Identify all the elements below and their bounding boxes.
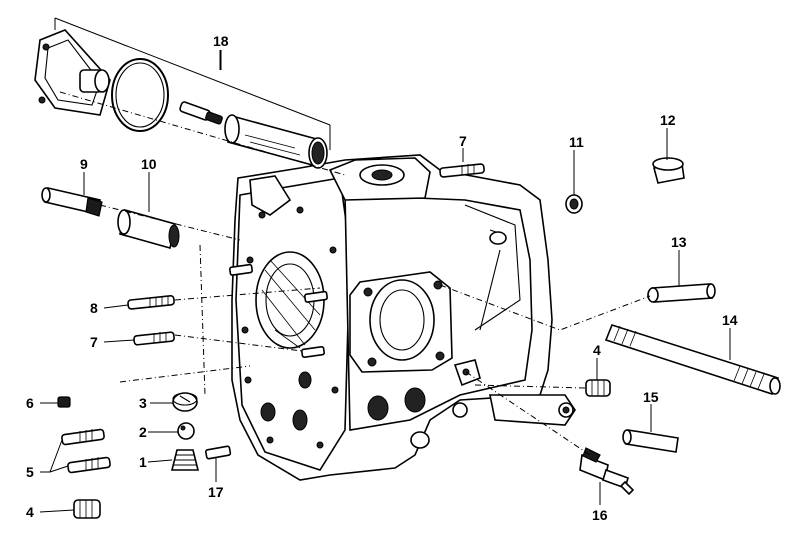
callout-12: 12 bbox=[660, 112, 676, 128]
part-8-stud bbox=[127, 295, 175, 310]
callout-1: 1 bbox=[139, 454, 147, 470]
part-6-plug bbox=[57, 396, 71, 408]
axis-line-4-right bbox=[474, 384, 586, 389]
part-16-sensor bbox=[579, 447, 635, 496]
part-15-sleeve bbox=[622, 429, 679, 453]
axis-line-9-10 bbox=[99, 204, 241, 241]
part-2-ball bbox=[177, 422, 195, 440]
callout-6: 6 bbox=[26, 395, 34, 411]
callout-17: 17 bbox=[208, 484, 224, 500]
part-13-pin bbox=[647, 283, 716, 303]
part-4-plug-bottom-left bbox=[73, 499, 101, 519]
callout-3: 3 bbox=[139, 395, 147, 411]
callout-4-right: 4 bbox=[593, 342, 601, 358]
part-4-plug-right bbox=[585, 379, 611, 397]
part-7-stud-left bbox=[133, 331, 175, 346]
part-9-pin bbox=[41, 187, 103, 217]
axis-line-13 bbox=[439, 284, 651, 331]
callout-labels: 18 7 9 10 11 12 13 14 8 7 4 6 3 15 2 1 5… bbox=[26, 33, 738, 523]
part-5-studs bbox=[61, 428, 111, 474]
leader-lines bbox=[39, 50, 731, 513]
callout-14: 14 bbox=[722, 312, 738, 328]
axis-line-5 bbox=[119, 365, 251, 383]
callout-10: 10 bbox=[141, 156, 157, 172]
axis-line-16 bbox=[465, 371, 591, 456]
axis-line-7 bbox=[174, 334, 311, 353]
callout-11: 11 bbox=[569, 134, 584, 150]
callout-4-left: 4 bbox=[26, 504, 34, 520]
axis-line-8 bbox=[174, 287, 321, 301]
part-17-pin bbox=[205, 445, 232, 460]
part-14-long-stud bbox=[604, 324, 781, 395]
part-3-nut bbox=[172, 392, 198, 412]
part-18-cover-assembly bbox=[34, 17, 346, 176]
callout-9: 9 bbox=[80, 156, 88, 172]
callout-2: 2 bbox=[139, 424, 147, 440]
callout-7-left: 7 bbox=[90, 334, 98, 350]
callout-15: 15 bbox=[643, 389, 659, 405]
part-7-stud-top bbox=[439, 163, 485, 178]
part-12-cap bbox=[652, 157, 685, 184]
callout-16: 16 bbox=[592, 507, 608, 523]
callout-13: 13 bbox=[671, 234, 687, 250]
callout-7-top: 7 bbox=[459, 133, 467, 149]
callout-18: 18 bbox=[213, 33, 229, 49]
callout-5: 5 bbox=[26, 464, 34, 480]
gearbox-housing bbox=[231, 154, 576, 481]
part-10-bushing bbox=[117, 208, 180, 250]
part-1-spring bbox=[170, 449, 200, 471]
part-11-ring bbox=[565, 194, 583, 214]
callout-8: 8 bbox=[90, 300, 98, 316]
